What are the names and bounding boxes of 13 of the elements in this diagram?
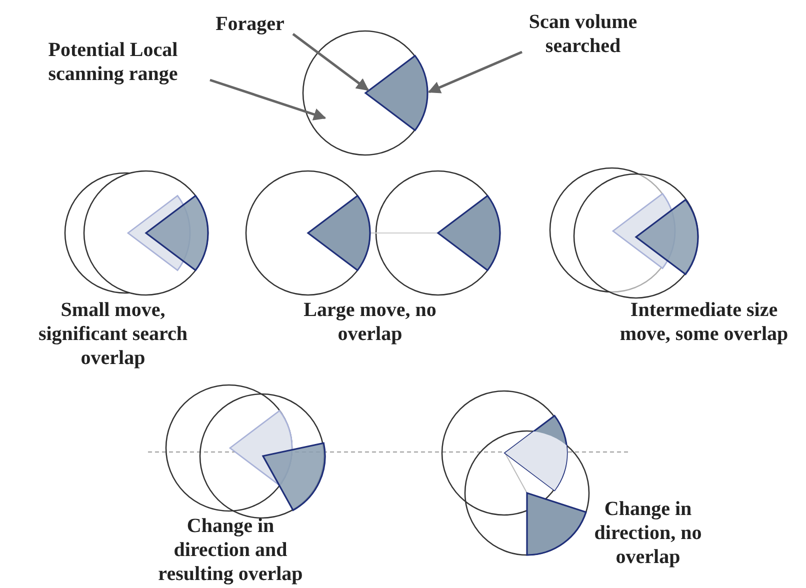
callout-text: Potential Local scanning range [47, 38, 179, 86]
callout-text: Forager [214, 12, 286, 36]
leader-arrow [428, 50, 522, 94]
leader-arrow [210, 78, 326, 120]
callout-text: Scan volume searched [528, 10, 638, 58]
caption-text: Large move, no overlap [302, 298, 438, 346]
scan-wedge [365, 54, 429, 132]
caption-text: Change in direction, no overlap [593, 497, 703, 569]
caption-text: Intermediate size move, some overlap [618, 298, 790, 346]
caption-text: Small move, significant search overlap [38, 298, 188, 370]
leader-arrow [292, 33, 369, 91]
caption-text: Change in direction and resulting overlap [157, 514, 304, 586]
range-circle [302, 30, 428, 156]
